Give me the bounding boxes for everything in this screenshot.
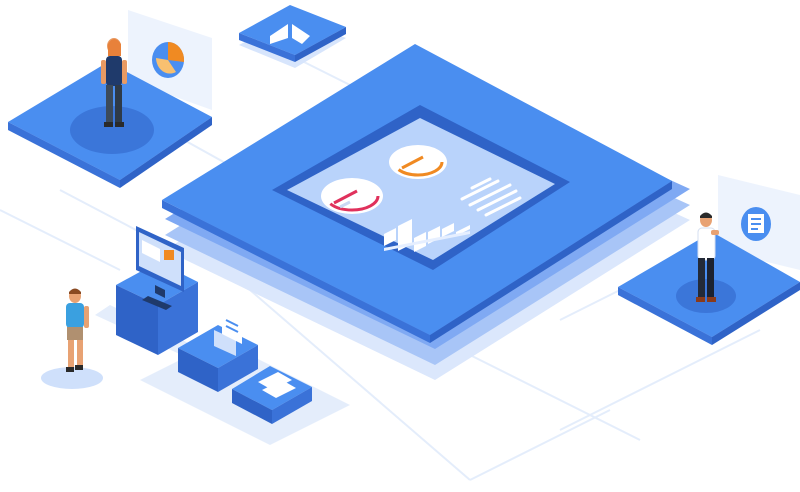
screen-surface — [287, 118, 555, 260]
document-icon — [741, 207, 771, 241]
woman-figure — [101, 38, 127, 127]
stack-icon — [258, 372, 296, 398]
bar-chart-icon — [384, 219, 470, 252]
gauge-orange-icon — [389, 145, 447, 179]
dashboard-screen — [272, 105, 570, 270]
book-icon — [270, 24, 310, 44]
monitor-icon — [136, 226, 184, 310]
list-lines-icon — [460, 177, 522, 217]
platform-edge — [162, 200, 430, 343]
gauge-red-icon — [321, 178, 383, 214]
platform-edge-right — [430, 181, 672, 343]
man-figure-right — [696, 212, 719, 302]
computer-and-blocks — [95, 226, 350, 445]
shield-card-icon — [214, 312, 242, 356]
walking-man — [41, 288, 103, 389]
pie-chart-icon — [152, 41, 185, 78]
top-small-tile — [239, 5, 346, 68]
